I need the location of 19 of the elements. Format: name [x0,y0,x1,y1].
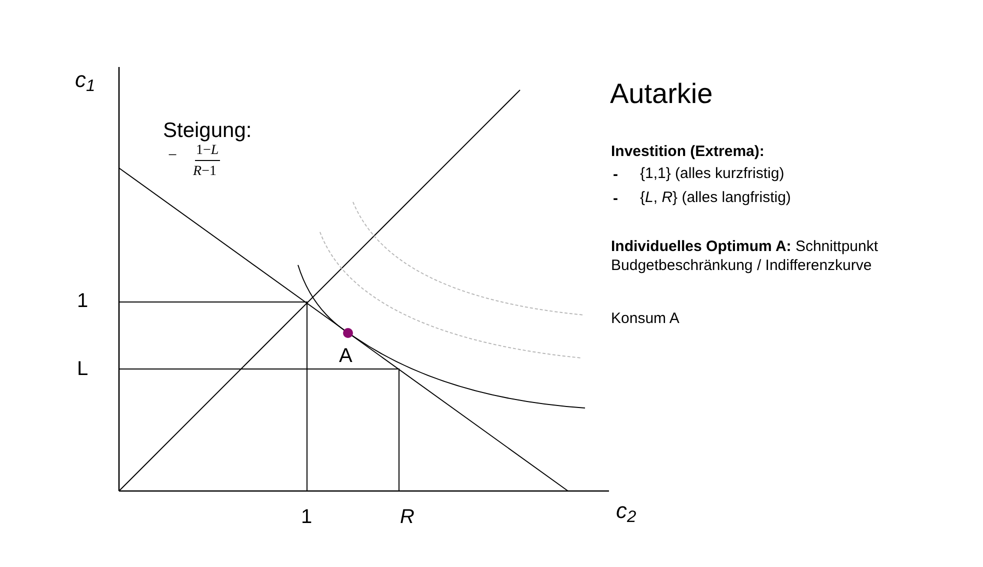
paragraph: Individuelles Optimum A: Schnittpunkt Budgetbeschränkung / Indifferenzkurve [611,238,880,276]
fraction-numerator: 1−L [195,142,220,160]
note-text: Konsum A [611,310,680,329]
list-item: {L, R} (alles langfristig) [640,189,791,208]
list-item: {1,1} (alles kurzfristig) [640,165,784,184]
tick-label: 1 [301,505,312,530]
bullet: - [613,166,618,185]
bullet: - [613,190,618,209]
axis-label: c$_{1}$ [75,66,96,94]
fraction-denominator: R−1 [193,163,216,180]
tick-label: L [77,357,88,382]
title: Autarkie [610,80,713,108]
minus-sign: − [168,146,178,166]
tick-label: 1 [77,289,88,314]
tick-label: R [400,505,414,530]
slope-label: Steigung: [163,118,252,144]
axis-label: c$_{2}$ [616,497,636,524]
point-label: A [339,344,352,369]
section-heading: Investition (Extrema): [611,143,764,162]
